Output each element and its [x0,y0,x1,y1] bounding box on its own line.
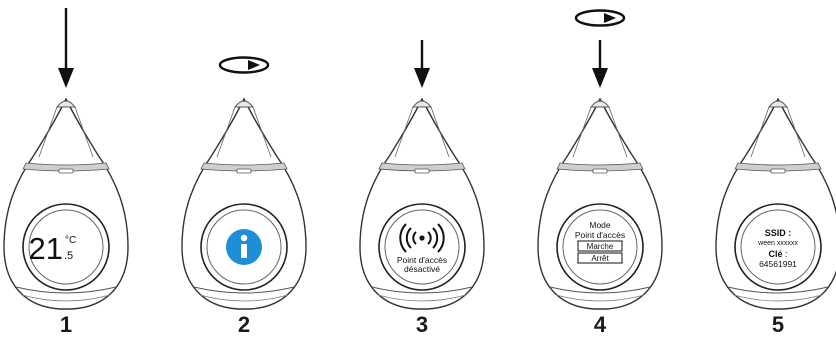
wifi-broadcast-icon [399,223,445,253]
step-4: Mode Point d'accès Marche Arrêt 4 [537,9,663,337]
screen-temperature: 21 °C .5 [29,231,77,266]
temperature-unit: °C [65,235,76,246]
screen-line-1: Point d'accès [397,255,447,265]
device-drop [359,98,485,310]
ssid-label: SSID : [765,228,792,238]
rotate-arrow [574,9,626,27]
option-off-box [577,252,623,264]
temperature-decimal: .5 [64,250,73,262]
key-line: Clé : [768,249,787,259]
info-icon [226,229,262,265]
step-number: 3 [416,312,428,337]
rotate-arrow [218,56,270,74]
key-separator: : [783,249,788,259]
step-5: SSID : ween xxxxxx Clé : 64561991 5 [715,98,836,337]
key-value: 64561991 [759,259,797,269]
step-number: 4 [594,312,607,337]
device-drop [537,98,663,310]
press-arrow [414,40,430,88]
ssid-value: ween xxxxxx [757,240,798,247]
option-on-box [577,240,623,252]
step-1: 21 °C .5 1 [3,8,129,337]
key-label: Clé [768,249,782,259]
step-number: 1 [60,312,72,337]
step-number: 5 [772,312,784,337]
option-on: Marche [587,242,614,251]
press-arrow [592,40,608,88]
step-3: Point d'accès désactivé 3 [359,40,485,337]
screen-line-2: désactivé [404,264,440,274]
press-arrow [58,8,74,88]
device-drop [715,98,836,310]
mode-title: Mode [589,220,611,230]
step-2: 2 [181,56,307,337]
mode-subtitle: Point d'accès [575,230,625,240]
device-drop [181,98,307,310]
temperature-integer: 21 [29,231,63,266]
option-off: Arrêt [591,254,609,263]
step-number: 2 [238,312,250,337]
device-drop [3,98,129,310]
